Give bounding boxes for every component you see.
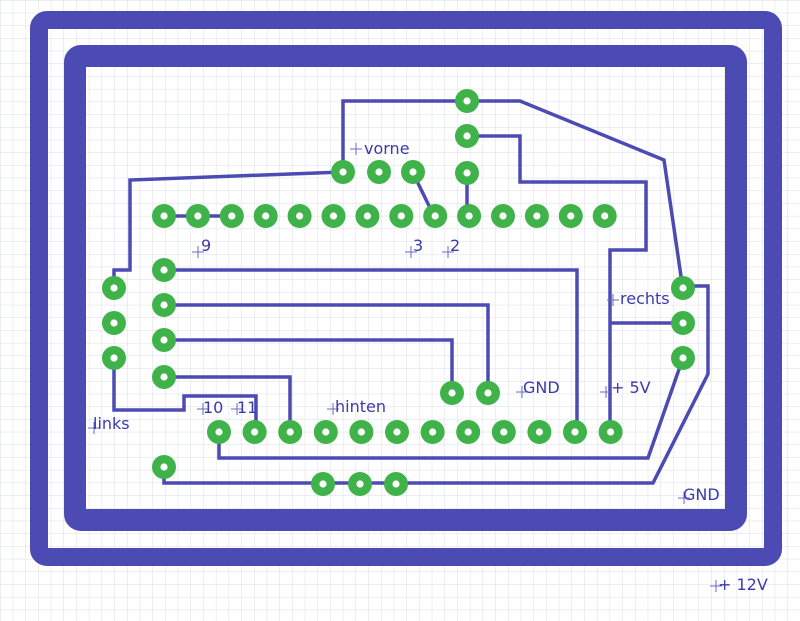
drill-hole <box>679 354 687 362</box>
drill-hole <box>357 428 365 436</box>
drill-hole <box>533 212 541 220</box>
drill-hole <box>500 428 508 436</box>
label-hinten: hinten <box>335 397 386 416</box>
trace-link-1 <box>164 303 490 393</box>
trace-links <box>112 358 258 432</box>
drill-hole <box>110 319 118 327</box>
drill-hole <box>319 480 327 488</box>
drill-hole <box>601 212 609 220</box>
trace-gnd <box>162 284 710 485</box>
drill-hole <box>296 212 304 220</box>
drill-hole <box>339 168 347 176</box>
traces <box>112 99 710 485</box>
drill-hole <box>160 463 168 471</box>
label-pin2: 2 <box>450 236 460 255</box>
drill-hole <box>110 354 118 362</box>
trace-5v <box>164 268 579 432</box>
drill-hole <box>499 212 507 220</box>
drill-hole <box>356 480 364 488</box>
drill-hole <box>484 389 492 397</box>
drill-hole <box>329 212 338 220</box>
drill-hole <box>397 212 405 220</box>
drill-hole <box>393 428 401 436</box>
label-pin3: 3 <box>413 236 423 255</box>
drill-hole <box>194 212 202 220</box>
drill-hole <box>160 301 168 309</box>
drill-hole <box>567 212 575 220</box>
drill-hole <box>535 428 544 436</box>
drill-hole <box>463 97 471 105</box>
label-pin11: 11 <box>237 398 257 417</box>
drill-hole <box>160 212 168 220</box>
drill-hole <box>251 428 259 436</box>
drill-hole <box>392 480 400 488</box>
drill-hole <box>262 212 270 220</box>
label-gnd-right: GND <box>683 485 720 504</box>
drill-hole <box>375 168 383 176</box>
drill-hole <box>465 212 473 220</box>
drill-hole <box>110 284 118 292</box>
drill-hole <box>160 266 168 274</box>
label-plus-12v: + 12V <box>718 575 768 594</box>
trace-vorne-top <box>341 99 685 291</box>
drill-hole <box>409 168 417 176</box>
drill-hole <box>160 336 168 344</box>
label-markers <box>88 143 722 592</box>
drill-hole <box>160 373 168 381</box>
drill-hole <box>228 212 236 220</box>
drill-hole <box>571 428 579 436</box>
label-pin9: 9 <box>201 236 211 255</box>
drill-hole <box>463 132 471 140</box>
drill-hole <box>463 169 471 177</box>
drill-hole <box>431 212 439 220</box>
label-plus-5v: + 5V <box>611 378 651 397</box>
trace-right-header <box>467 134 648 432</box>
label-pin10: 10 <box>203 398 223 417</box>
drill-hole <box>215 428 223 436</box>
drill-hole <box>464 428 472 436</box>
drill-hole <box>429 428 437 436</box>
drill-hole <box>679 319 687 327</box>
label-gnd-center: GND <box>523 378 560 397</box>
pads <box>102 89 695 496</box>
outer-frame-trace <box>30 11 782 566</box>
label-links: links <box>93 414 130 433</box>
label-rechts: rechts <box>620 289 670 308</box>
drill-hole <box>607 428 615 436</box>
drill-hole <box>286 428 294 436</box>
trace-hinten-bottom <box>217 357 685 460</box>
drill-hole <box>322 428 330 436</box>
label-vorne: vorne <box>364 139 410 158</box>
drill-hole <box>363 212 371 220</box>
inner-frame-trace <box>64 45 747 531</box>
trace-link-3 <box>164 375 292 432</box>
drill-hole <box>448 389 456 397</box>
drill-hole <box>679 284 687 292</box>
trace-link-2 <box>164 338 454 393</box>
